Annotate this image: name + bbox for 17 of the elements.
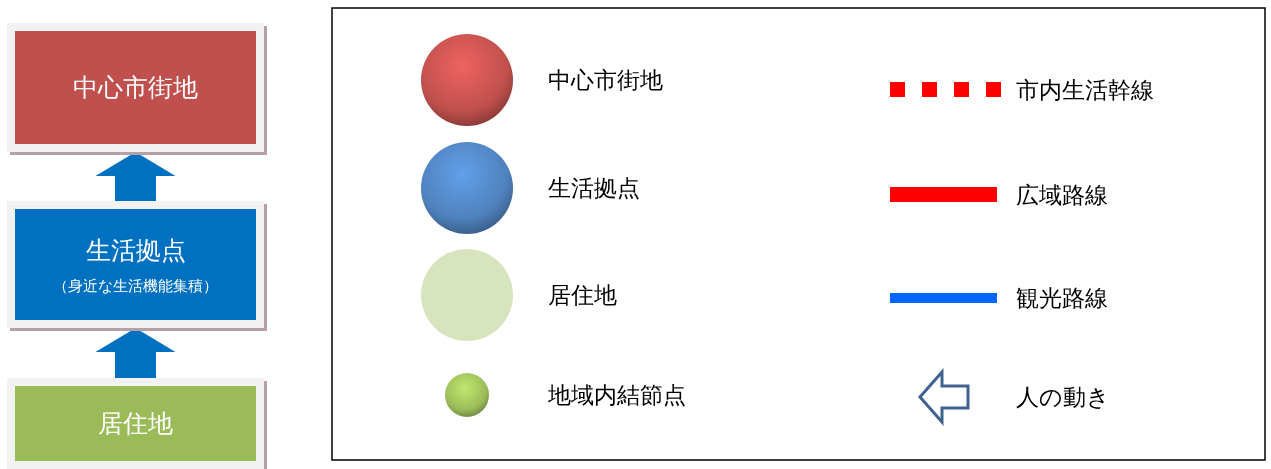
legend-label: 観光路線 xyxy=(1016,284,1108,313)
box-subtitle: （身近な生活機能集積） xyxy=(53,276,218,296)
legend-label: 生活拠点 xyxy=(548,174,640,203)
box-title: 生活拠点 xyxy=(85,234,186,267)
box-title: 中心市街地 xyxy=(73,72,198,104)
legend-label: 市内生活幹線 xyxy=(1016,75,1154,105)
legend-label: 地域内結節点 xyxy=(548,381,686,410)
legend-label: 広域路線 xyxy=(1016,180,1108,210)
block-arrow xyxy=(95,152,176,201)
box-title: 居住地 xyxy=(98,408,173,440)
legend-label: 中心市街地 xyxy=(548,66,663,95)
block-arrow xyxy=(95,328,176,378)
legend-label: 居住地 xyxy=(548,281,617,310)
legend-label: 人の動き xyxy=(1016,383,1110,412)
process-box xyxy=(7,201,264,328)
process-box xyxy=(7,378,264,469)
process-box xyxy=(7,23,264,152)
